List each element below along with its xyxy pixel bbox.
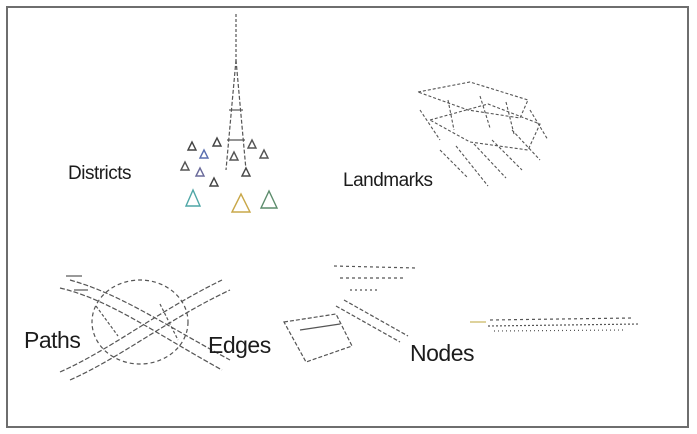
label-districts: Districts xyxy=(68,163,132,184)
triangles-sketch xyxy=(179,136,279,213)
bottom-connector-line xyxy=(30,321,672,329)
top-connector-line xyxy=(30,155,676,161)
diagram-frame xyxy=(6,6,689,428)
city-block-sketch xyxy=(415,81,549,187)
tower-sketch xyxy=(225,14,247,171)
label-edges: Edges xyxy=(208,332,271,358)
node-strip-sketch xyxy=(470,317,641,332)
label-paths: Paths xyxy=(24,327,81,353)
label-landmarks: Landmarks xyxy=(343,170,433,191)
label-nodes: Nodes xyxy=(410,340,474,366)
road-edge-sketch xyxy=(283,265,417,363)
interchange-sketch xyxy=(59,275,231,381)
